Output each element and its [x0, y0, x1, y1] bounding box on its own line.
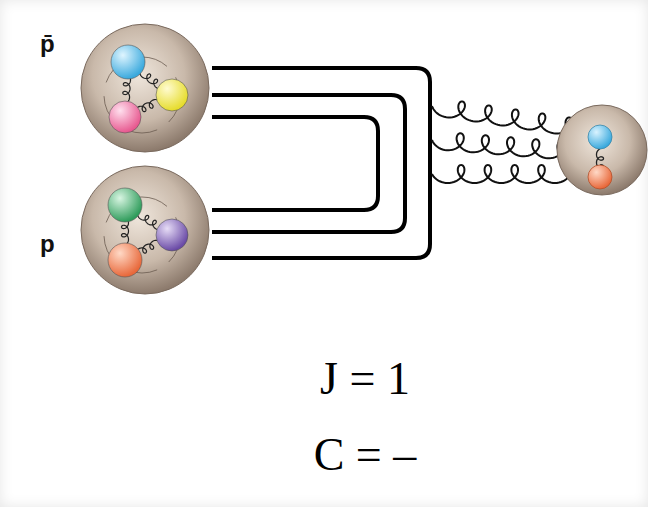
quantum-number: C = – [314, 428, 417, 481]
baryon-node: p̄ [40, 18, 212, 158]
gluon-spring [432, 133, 565, 158]
quark-line [212, 68, 430, 258]
particle-label: p [40, 230, 55, 258]
quark-line [212, 95, 405, 232]
baryon-shell [40, 162, 212, 300]
baryon-shell [40, 18, 212, 158]
particle-label: p̄ [40, 30, 55, 58]
baryon-node: p [40, 162, 212, 300]
gluon-spring [432, 101, 572, 133]
quark-line [212, 117, 378, 210]
gluon-spring [432, 165, 572, 183]
quantum-number: J = 1 [320, 352, 410, 405]
